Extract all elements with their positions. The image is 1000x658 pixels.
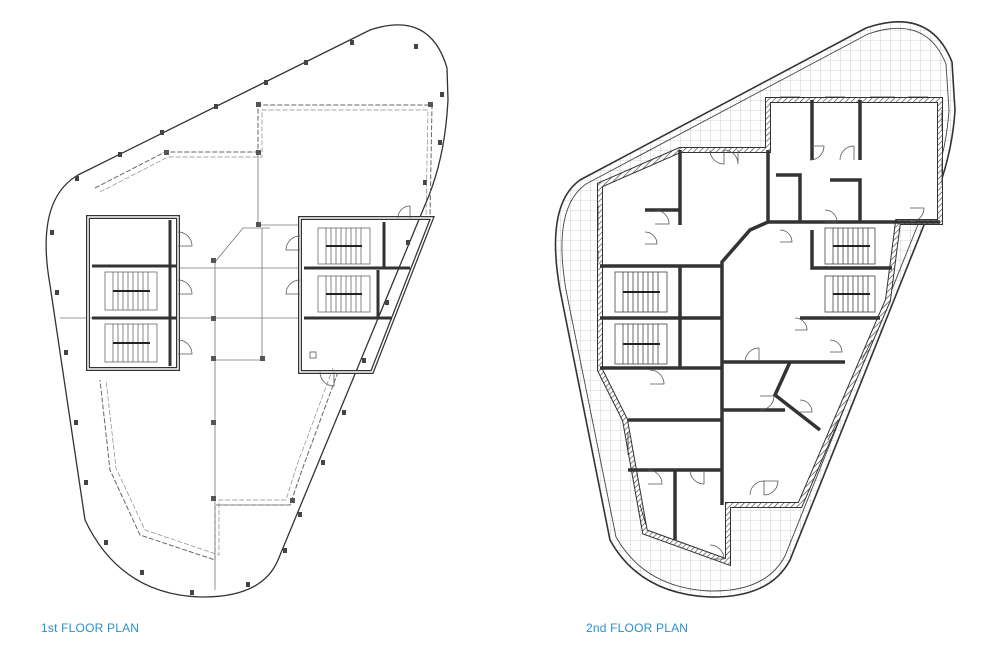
first-floor-drawing [45, 24, 449, 598]
inner-slab-edge [94, 104, 433, 219]
perimeter-columns [50, 40, 444, 595]
first-floor-caption: 1st FLOOR PLAN [41, 621, 140, 635]
second-floor-drawing [554, 21, 956, 598]
interior-columns [164, 102, 433, 503]
interior-grid [60, 152, 300, 590]
inner-slab-lower [99, 371, 339, 561]
second-floor-caption: 2nd FLOOR PLAN [586, 621, 689, 635]
building-footprint [600, 100, 940, 562]
windows [597, 96, 943, 526]
left-core [86, 215, 193, 371]
slab-outline [45, 24, 449, 598]
right-core [285, 205, 435, 387]
first-floor-plan [45, 24, 449, 598]
second-floor-plan [500, 0, 1000, 658]
interior-walls [600, 100, 940, 540]
door-swings [644, 145, 925, 560]
exterior-walls-hatch [598, 98, 942, 565]
